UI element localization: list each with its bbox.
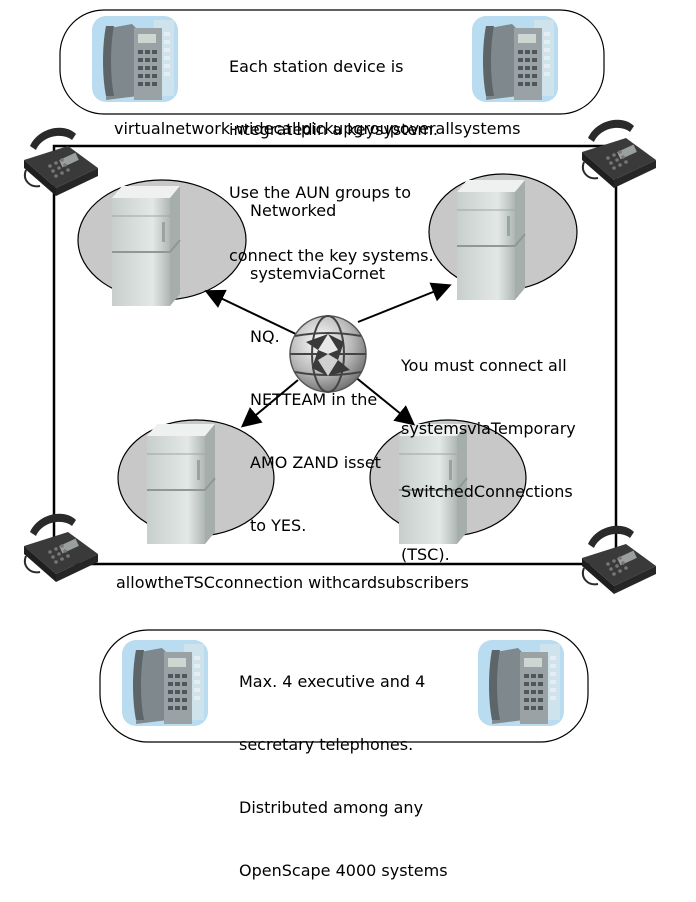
station-phone-icon [472, 16, 558, 102]
top-box-text: Each station device is integratedin a ke… [229, 14, 438, 287]
network-wide-pickup-label: virtualnetwork-widecallpickupgroupoveral… [114, 119, 521, 138]
server-cabinet-icon [111, 185, 181, 307]
top-info-box [59, 9, 605, 115]
network-diagram [23, 9, 657, 743]
network-globe-icon [289, 315, 367, 393]
networked-note-line: NETTEAM in the [250, 390, 378, 409]
desk-phone-icon [581, 524, 657, 595]
bottom-box-line: secretary telephones. [239, 735, 414, 754]
bottom-box-line: Max. 4 executive and 4 [239, 672, 426, 691]
network-frame [52, 144, 618, 566]
tsc-note: You must connect all systemsviaTemporary… [401, 313, 576, 586]
tsc-note-line: You must connect all [401, 356, 567, 375]
station-phone-icon [92, 16, 178, 102]
desk-phone-icon [581, 118, 657, 189]
networked-note-line: NQ. [250, 327, 280, 346]
station-phone-icon [122, 640, 208, 726]
server-cabinet-icon [456, 179, 526, 301]
top-box-line: integratedin a keysystem. [229, 120, 439, 139]
networked-note-line: AMO ZAND isset [250, 453, 381, 472]
networked-note-line: Networked [250, 201, 337, 220]
bottom-box-line: OpenScape 4000 systems [239, 861, 448, 880]
desk-phone-icon [23, 126, 99, 197]
bottom-box-text: Max. 4 executive and 4 secretary telepho… [239, 629, 448, 902]
networked-system-note: Networked systemviaCornet NQ. NETTEAM in… [250, 158, 385, 557]
tsc-note-line: SwitchedConnections [401, 482, 573, 501]
desk-phone-icon [23, 512, 99, 583]
networked-note-line: to YES. [250, 516, 307, 535]
bottom-info-box [99, 629, 589, 743]
tsc-note-line: systemsviaTemporary [401, 419, 576, 438]
bottom-box-line: Distributed among any [239, 798, 424, 817]
top-box-line: Use the AUN groups to [229, 183, 411, 202]
connection-arrows [204, 282, 452, 428]
networked-note-line: systemviaCornet [250, 264, 386, 283]
top-box-line: connect the key systems. [229, 246, 434, 265]
top-box-line: Each station device is [229, 57, 404, 76]
allow-tsc-label: allowtheTSCconnection withcardsubscriber… [116, 573, 469, 592]
server-cabinet-icon [146, 423, 216, 545]
tsc-note-line: (TSC). [401, 545, 450, 564]
station-phone-icon [478, 640, 564, 726]
